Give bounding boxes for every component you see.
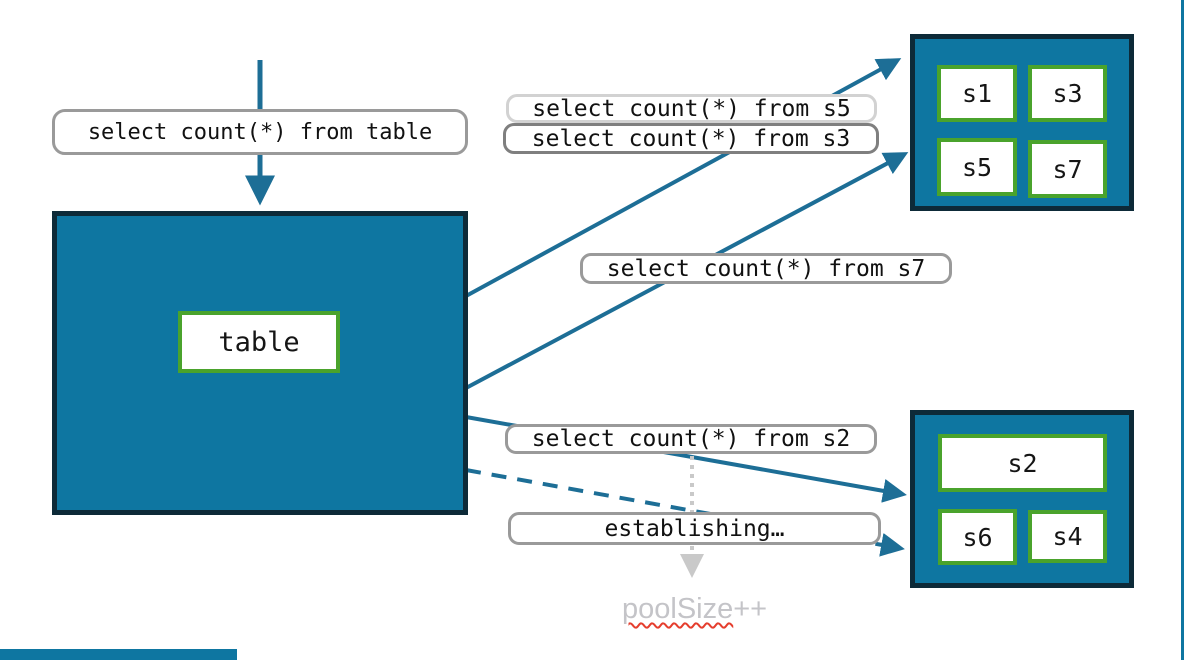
table-container-box: table bbox=[52, 211, 468, 515]
shard-node-s3: s3 bbox=[1028, 65, 1107, 122]
shard-node-s2: s2 bbox=[938, 434, 1107, 492]
query-label-from-s3: select count(*) from s3 bbox=[503, 123, 879, 154]
shard-node-s1: s1 bbox=[937, 65, 1017, 122]
table-node: table bbox=[178, 311, 340, 373]
shard-label: s3 bbox=[1052, 79, 1083, 108]
shard-label: s2 bbox=[1007, 448, 1038, 478]
query-label-from-table: select count(*) from table bbox=[52, 109, 468, 155]
shard-label: s4 bbox=[1052, 522, 1083, 551]
shard-group-top-box: s1 s3 s5 s7 bbox=[910, 34, 1134, 211]
canvas-edge-right bbox=[1181, 0, 1184, 660]
shard-label: s1 bbox=[961, 79, 993, 108]
shard-group-bottom-box: s2 s6 s4 bbox=[910, 410, 1134, 588]
shard-label: s6 bbox=[962, 522, 993, 552]
query-label-from-s2: select count(*) from s2 bbox=[505, 424, 877, 454]
shard-node-s6: s6 bbox=[938, 509, 1017, 565]
shard-label: s5 bbox=[961, 152, 993, 182]
poolsize-increment: ++ bbox=[733, 593, 768, 625]
establishing-label: establishing… bbox=[508, 512, 881, 545]
shard-node-s5: s5 bbox=[937, 138, 1017, 196]
query-label-from-s5: select count(*) from s5 bbox=[506, 94, 877, 123]
table-node-label: table bbox=[218, 326, 300, 358]
shard-node-s7: s7 bbox=[1028, 140, 1107, 198]
shard-node-s4: s4 bbox=[1028, 510, 1107, 563]
shard-label: s7 bbox=[1052, 154, 1083, 184]
canvas-edge-bottom bbox=[0, 649, 237, 660]
query-label-from-s7: select count(*) from s7 bbox=[580, 253, 952, 284]
poolsize-annotation: poolSize++ bbox=[622, 593, 767, 626]
poolsize-word: poolSize bbox=[622, 593, 734, 625]
